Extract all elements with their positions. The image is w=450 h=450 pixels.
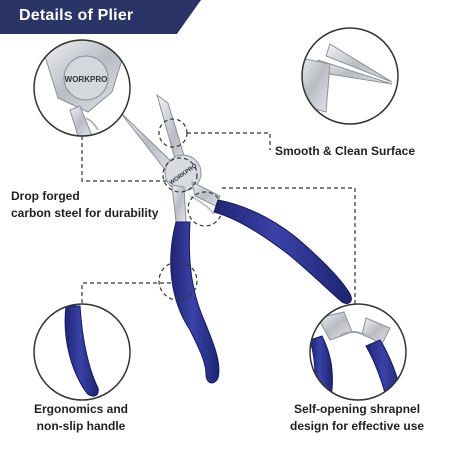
connector-lines: [81, 132, 356, 320]
callout-ergo-line2: non-slip handle: [36, 419, 126, 433]
callout-drop-forged: Drop forged carbon steel for durability: [11, 188, 158, 222]
highlight-circles: [158, 118, 223, 301]
page-title: Details of Plier: [19, 7, 134, 24]
callout-smooth-line1: Smooth & Clean Surface: [275, 144, 416, 158]
callout-ergonomics: Ergonomics and non-slip handle: [34, 401, 128, 435]
detail-jaw-tips: [301, 27, 399, 125]
callout-drop-line2: carbon steel for durability: [11, 206, 159, 220]
detail-joint: WORKPRO: [33, 39, 131, 137]
title-banner: [0, 0, 201, 34]
callout-ergo-line1: Ergonomics and: [34, 402, 129, 416]
callout-self-line2: design for effective use: [290, 419, 425, 433]
callout-self-line1: Self-opening shrapnel: [294, 402, 421, 416]
callout-self-opening: Self-opening shrapnel design for effecti…: [290, 401, 424, 435]
detail-spring: [309, 303, 407, 401]
detail-handle: [33, 303, 131, 401]
callout-drop-line1: Drop forged: [11, 189, 80, 203]
callout-smooth-surface: Smooth & Clean Surface: [275, 143, 415, 160]
brand-mark-zoom: WORKPRO: [65, 75, 108, 84]
